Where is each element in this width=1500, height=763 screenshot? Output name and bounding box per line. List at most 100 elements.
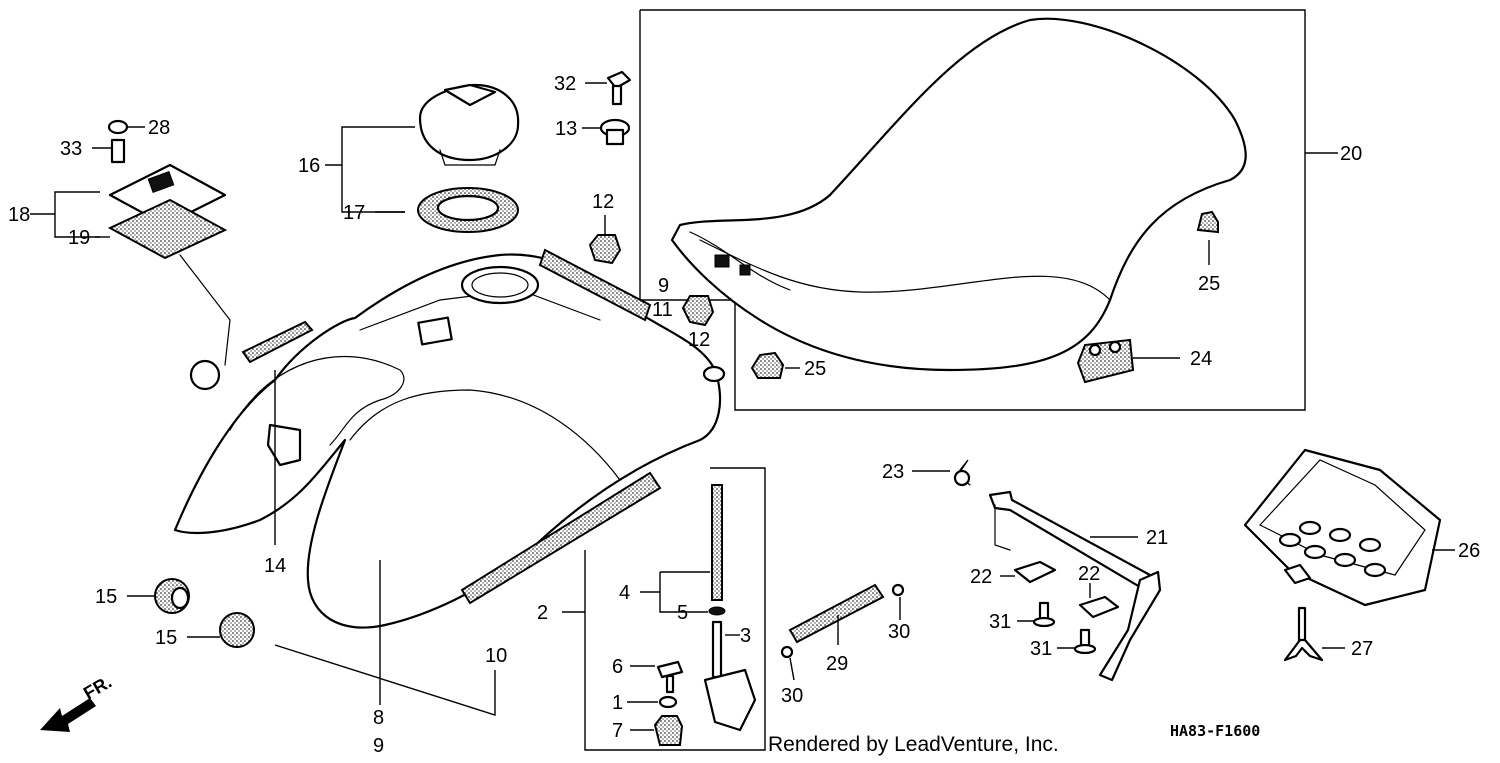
callout-2: 2 [537, 602, 548, 624]
callout-3: 3 [740, 625, 751, 647]
callout-23: 23 [882, 461, 904, 483]
tray-hole [1363, 562, 1387, 578]
front-direction-arrow: FR. [40, 672, 115, 732]
callout-18: 18 [8, 204, 30, 226]
tank-tab [266, 423, 302, 467]
tray-tab [1283, 563, 1312, 585]
callout-27: 27 [1351, 638, 1373, 660]
callout-21: 21 [1146, 527, 1168, 549]
hose-clip-30-right [891, 583, 905, 597]
seat-group [639, 9, 1338, 411]
damper-knob [1088, 343, 1102, 357]
fuel-cap-group [325, 83, 520, 233]
callout-30-left: 30 [781, 685, 803, 707]
strainer-4 [711, 484, 723, 601]
callout-15-lower: 15 [155, 627, 177, 649]
bolt-31-lower-head [1073, 643, 1097, 655]
tool-tray-group [1243, 448, 1455, 662]
callout-15-upper: 15 [95, 586, 117, 608]
leader-2-frame [584, 467, 766, 751]
wing-bolt-27-head [1283, 638, 1324, 662]
callout-17: 17 [343, 202, 365, 224]
valve-knob-6 [656, 660, 684, 679]
spring-coil [953, 469, 971, 487]
leader-4-5 [659, 572, 708, 613]
rubber-strip-10 [460, 471, 662, 605]
callout-24: 24 [1190, 348, 1212, 370]
fuel-cap-base [439, 149, 501, 166]
o-ring-5 [708, 606, 726, 616]
callout-4: 4 [619, 582, 630, 604]
diagram-code: HA83-F1600 [1170, 722, 1261, 740]
fuel-tank [173, 253, 722, 629]
callout-26: 26 [1458, 540, 1480, 562]
callout-5: 5 [677, 602, 688, 624]
seat-cushion-right [1196, 210, 1219, 234]
valve-knob-shaft [665, 674, 675, 694]
callout-30-right: 30 [888, 621, 910, 643]
fuel-hose-29 [788, 583, 885, 644]
tray-hole [1328, 527, 1352, 543]
tank-ridge [349, 389, 621, 481]
washer-1 [658, 695, 678, 709]
callout-9-lower: 9 [373, 735, 384, 757]
sediment-cup-7 [653, 715, 684, 746]
callout-29: 29 [826, 653, 848, 675]
tray-hole [1333, 552, 1357, 568]
fuel-valve-group [562, 467, 766, 751]
tray-hole [1303, 544, 1327, 560]
bolt-32-shank [611, 84, 623, 106]
callout-20: 20 [1340, 143, 1362, 165]
gauge-window [147, 171, 175, 193]
tank-mount-eye [702, 365, 726, 383]
tool-tray-26 [1243, 448, 1442, 607]
filler-neck-inner [471, 272, 529, 298]
fr-arrow-icon [40, 698, 96, 732]
fuel-valve-body [703, 668, 757, 732]
gauge-float-arm [179, 254, 231, 366]
callout-9-upper: 9 [658, 275, 669, 297]
callout-6: 6 [612, 656, 623, 678]
tray-hole [1358, 537, 1382, 553]
gauge-gasket [107, 198, 228, 260]
callout-25-left: 25 [804, 358, 826, 380]
callout-labels: 1 2 3 4 5 6 7 8 9 9 10 11 12 12 13 14 15… [8, 73, 1480, 757]
valve-stem-3 [711, 620, 723, 679]
callout-7: 7 [612, 720, 623, 742]
fuel-gauge-group [30, 119, 231, 391]
damper-knob [1108, 340, 1122, 354]
rubber-strip-9 [538, 248, 652, 322]
callout-31-lower: 31 [1030, 638, 1052, 660]
seat-edge-line [699, 239, 1111, 301]
callout-11: 11 [652, 299, 673, 321]
bracket-22-right [1078, 595, 1120, 619]
rollers-group [127, 578, 255, 648]
callout-22-left: 22 [970, 566, 992, 588]
rendered-by-footer: Rendered by LeadVenture, Inc. [768, 733, 1059, 756]
callout-1: 1 [612, 692, 623, 714]
gauge-mount [417, 316, 453, 346]
seat-damper [1076, 338, 1135, 384]
callout-16: 16 [298, 155, 320, 177]
latch-lever [1098, 570, 1162, 682]
cap-gasket-hole [436, 194, 500, 222]
rubber-strip-14 [241, 320, 314, 364]
hose-clip-30-left [780, 645, 794, 659]
grommet-12-upper [588, 234, 622, 265]
latch-hook-left [994, 504, 1011, 551]
callout-28: 28 [148, 117, 170, 139]
seat-slot [739, 264, 751, 276]
seat-front-line [689, 231, 791, 291]
seat-cushion-left [750, 351, 785, 379]
fr-label: FR. [80, 672, 115, 704]
callout-10: 10 [485, 645, 507, 667]
tray-hole [1298, 520, 1322, 536]
fuel-cap-handle [443, 83, 497, 107]
leader-30-left [789, 657, 795, 681]
roller-15-lower [219, 612, 255, 648]
leader-16-bracket [341, 126, 415, 213]
leader-10-bracket [274, 644, 496, 716]
roller-15-upper-hub [170, 586, 190, 610]
callout-32: 32 [554, 73, 576, 95]
